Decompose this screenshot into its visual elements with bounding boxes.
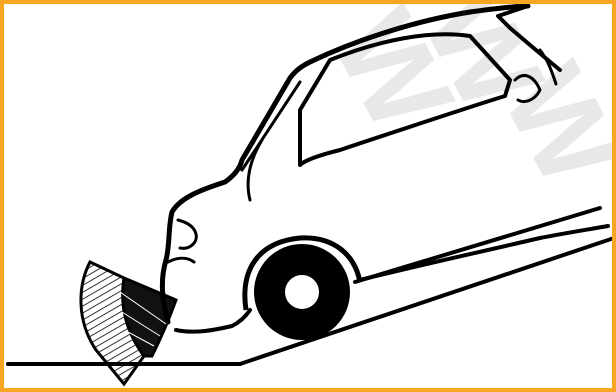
car-ramp-illustration: W W W [4,4,612,388]
a-pillar-line [242,82,300,170]
front-bumper-lower [176,310,250,332]
front-wheel-assembly [245,238,360,340]
front-grille-line [168,258,194,262]
wheel-hub [284,274,320,310]
headlight-outline [178,220,196,248]
